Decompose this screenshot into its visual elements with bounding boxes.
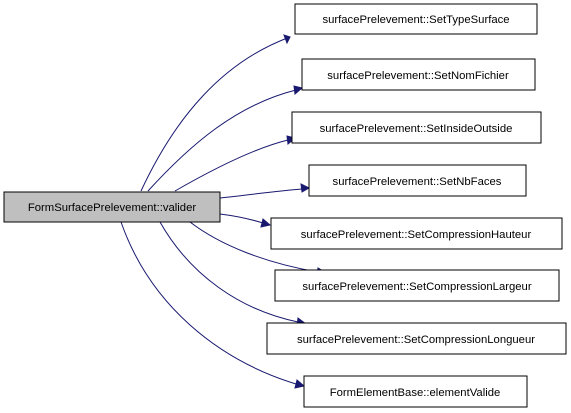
target-node-box — [266, 322, 567, 355]
target-node-label: surfacePrelevement::SetCompressionLargeu… — [302, 281, 531, 293]
target-node-box — [270, 217, 563, 250]
edge-to-set-compression-longueur — [159, 221, 299, 323]
edge-arrow-element-valide — [294, 379, 306, 389]
target-node-set-nom-fichier[interactable]: surfacePrelevement::SetNomFichier — [301, 58, 536, 91]
edge-arrow-set-type-surface — [283, 34, 291, 45]
source-node-box — [3, 191, 221, 223]
edge-arrow-set-compression-hauteur — [260, 218, 272, 228]
edge-to-set-nom-fichier — [147, 89, 297, 192]
edge-to-set-compression-hauteur — [219, 213, 264, 224]
target-node-box — [308, 164, 527, 197]
target-node-set-compression-hauteur[interactable]: surfacePrelevement::SetCompressionHauteu… — [270, 217, 563, 250]
edge-to-element-valide — [120, 221, 297, 385]
edge-to-set-type-surface — [140, 36, 291, 192]
target-node-set-type-surface[interactable]: surfacePrelevement::SetTypeSurface — [294, 3, 538, 35]
target-node-label: surfacePrelevement::SetNbFaces — [333, 176, 502, 188]
source-node[interactable]: FormSurfacePrelevement::valider — [3, 191, 221, 223]
edge-to-set-nb-faces — [219, 188, 303, 199]
target-node-set-compression-largeur[interactable]: surfacePrelevement::SetCompressionLargeu… — [274, 269, 560, 302]
target-node-box — [303, 375, 528, 408]
target-node-set-inside-outside[interactable]: surfacePrelevement::SetInsideOutside — [291, 111, 542, 144]
target-node-label: surfacePrelevement::SetInsideOutside — [320, 123, 513, 135]
target-node-box — [301, 58, 536, 91]
edges — [120, 34, 328, 389]
edge-to-set-compression-largeur — [189, 221, 319, 273]
target-node-box — [294, 3, 538, 35]
target-node-label: surfacePrelevement::SetNomFichier — [327, 70, 509, 82]
target-node-element-valide[interactable]: FormElementBase::elementValide — [303, 375, 528, 408]
target-node-box — [291, 111, 542, 144]
target-node-label: surfacePrelevement::SetTypeSurface — [322, 14, 509, 26]
target-node-set-nb-faces[interactable]: surfacePrelevement::SetNbFaces — [308, 164, 527, 197]
edge-arrow-set-nb-faces — [300, 183, 311, 193]
target-node-box — [274, 269, 560, 302]
edge-arrow-set-nom-fichier — [293, 85, 304, 95]
target-node-label: surfacePrelevement::SetCompressionLongue… — [297, 334, 535, 346]
target-node-set-compression-longueur[interactable]: surfacePrelevement::SetCompressionLongue… — [266, 322, 567, 355]
edge-to-set-inside-outside — [174, 139, 289, 192]
target-node-label: FormElementBase::elementValide — [330, 387, 501, 399]
source-node-label: FormSurfacePrelevement::valider — [28, 202, 196, 214]
target-node-label: surfacePrelevement::SetCompressionHauteu… — [301, 229, 532, 241]
